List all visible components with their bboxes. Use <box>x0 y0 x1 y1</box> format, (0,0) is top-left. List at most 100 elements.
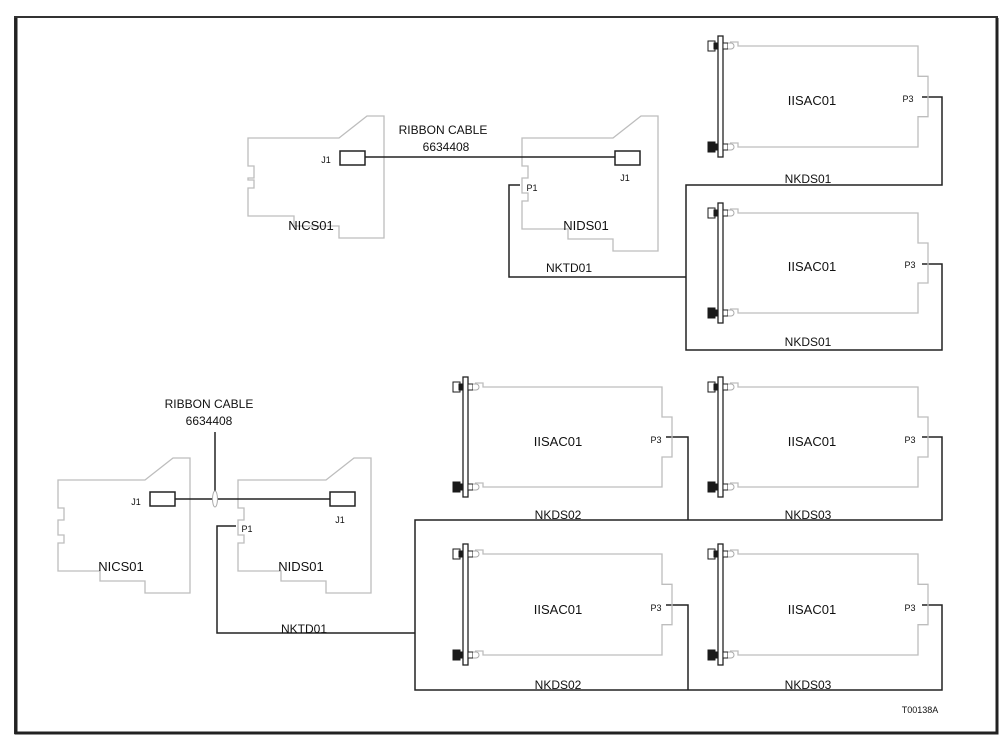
bottom-module-4-label: IISAC01 <box>788 602 836 617</box>
nkds02-cable-line <box>666 604 689 690</box>
nkds01-cable-line <box>685 96 943 351</box>
bottom-nids01-p1-label: P1 <box>241 524 252 534</box>
nktd01-cable-line <box>216 525 415 634</box>
stud-icon <box>722 550 729 558</box>
nids01-board-outline <box>521 115 659 252</box>
iisac01-module <box>707 202 929 324</box>
nics01-board-outline <box>247 115 385 239</box>
top-module-2-cable-label: NKDS01 <box>785 335 832 349</box>
stud-icon <box>728 550 735 558</box>
top-module-2-label: IISAC01 <box>788 259 836 274</box>
top-group: RIBBON CABLE 6634408 NICS01 J1 NIDS01 J1… <box>288 93 915 349</box>
stud-icon <box>722 483 729 491</box>
wires-layer <box>149 96 943 691</box>
thumbscrew-icon <box>713 383 718 391</box>
stud-icon <box>473 651 480 659</box>
thumbscrew-icon <box>713 42 718 50</box>
nids01-board-outline <box>237 457 372 594</box>
figure-code: T00138A <box>902 705 939 715</box>
top-nids01-p1-label: P1 <box>526 183 537 193</box>
stud-icon <box>467 383 474 391</box>
top-nics01-j1-label: J1 <box>321 155 331 165</box>
iisac01-card-outline <box>475 382 673 488</box>
boards-layer <box>57 115 659 594</box>
iisac01-module <box>707 376 929 498</box>
bottom-module-3-p3-label: P3 <box>650 603 661 613</box>
faceplate <box>717 202 724 324</box>
stud-icon <box>473 550 480 558</box>
j1-connector <box>149 491 176 507</box>
thumbscrew-icon <box>713 309 718 317</box>
stud-icon <box>728 143 735 151</box>
stud-icon <box>722 383 729 391</box>
modules-layer <box>452 35 929 666</box>
stud-icon <box>728 383 735 391</box>
diagram-frame <box>14 16 999 735</box>
stud-icon <box>728 651 735 659</box>
stud-icon <box>473 483 480 491</box>
thumbscrew-icon <box>713 651 718 659</box>
iisac01-module <box>707 35 929 158</box>
iisac01-card-outline <box>730 382 929 488</box>
nkds03-cable-line <box>414 436 943 691</box>
bottom-module-3-cable-label: NKDS02 <box>535 678 582 692</box>
bottom-module-4-p3-label: P3 <box>904 603 915 613</box>
top-module-2-p3-label: P3 <box>904 260 915 270</box>
bottom-module-4-cable-label: NKDS03 <box>785 678 832 692</box>
j1-connector <box>339 150 366 166</box>
stud-icon <box>722 42 729 50</box>
thumbscrew-icon <box>713 143 718 151</box>
top-nids01-j1-label: J1 <box>620 173 630 183</box>
thumbscrew-icon <box>713 209 718 217</box>
top-nids01-label: NIDS01 <box>563 218 609 233</box>
thumbscrew-icon <box>458 651 463 659</box>
iisac01-card-outline <box>730 549 929 656</box>
j1-connector <box>329 491 356 507</box>
top-nktd01-label: NKTD01 <box>546 261 592 275</box>
stud-icon <box>728 42 735 50</box>
bottom-nids01-label: NIDS01 <box>278 559 324 574</box>
top-module-1-p3-label: P3 <box>902 94 913 104</box>
stud-icon <box>722 143 729 151</box>
faceplate <box>462 543 469 666</box>
top-module-1-label: IISAC01 <box>788 93 836 108</box>
bottom-module-2-cable-label: NKDS03 <box>785 508 832 522</box>
bottom-nids01-j1-label: J1 <box>335 515 345 525</box>
thumbscrew-icon <box>713 550 718 558</box>
faceplate <box>717 543 724 666</box>
top-nics01-label: NICS01 <box>288 218 334 233</box>
stud-icon <box>467 483 474 491</box>
stud-icon <box>467 550 474 558</box>
j1-connector <box>614 150 641 166</box>
bottom-ribbon-cable-label: RIBBON CABLE <box>165 397 254 411</box>
bottom-group: RIBBON CABLE 6634408 NICS01 J1 NIDS01 J1… <box>98 397 915 692</box>
iisac01-card-outline <box>730 41 929 148</box>
bottom-module-3-label: IISAC01 <box>534 602 582 617</box>
iisac01-module <box>452 543 673 666</box>
stud-icon <box>473 383 480 391</box>
cable-tie-icon <box>212 490 218 508</box>
bottom-module-1-p3-label: P3 <box>650 435 661 445</box>
thumbscrew-icon <box>713 483 718 491</box>
stud-icon <box>728 309 735 317</box>
thumbscrew-icon <box>458 483 463 491</box>
stud-icon <box>722 651 729 659</box>
stud-icon <box>728 209 735 217</box>
nkds02-cable-line <box>666 436 689 520</box>
bottom-module-2-label: IISAC01 <box>788 434 836 449</box>
bottom-nics01-label: NICS01 <box>98 559 144 574</box>
thumbscrew-icon <box>458 550 463 558</box>
faceplate <box>717 376 724 498</box>
bottom-nktd01-label: NKTD01 <box>281 622 327 636</box>
faceplate <box>462 376 469 498</box>
bottom-nics01-j1-label: J1 <box>131 497 141 507</box>
thumbscrew-icon <box>458 383 463 391</box>
bottom-module-1-cable-label: NKDS02 <box>535 508 582 522</box>
stud-icon <box>728 483 735 491</box>
iisac01-card-outline <box>730 208 929 314</box>
iisac01-module <box>707 543 929 666</box>
iisac01-module <box>452 376 673 498</box>
nics01-board-outline <box>57 457 191 594</box>
bottom-ribbon-cable-part-number: 6634408 <box>186 414 233 428</box>
